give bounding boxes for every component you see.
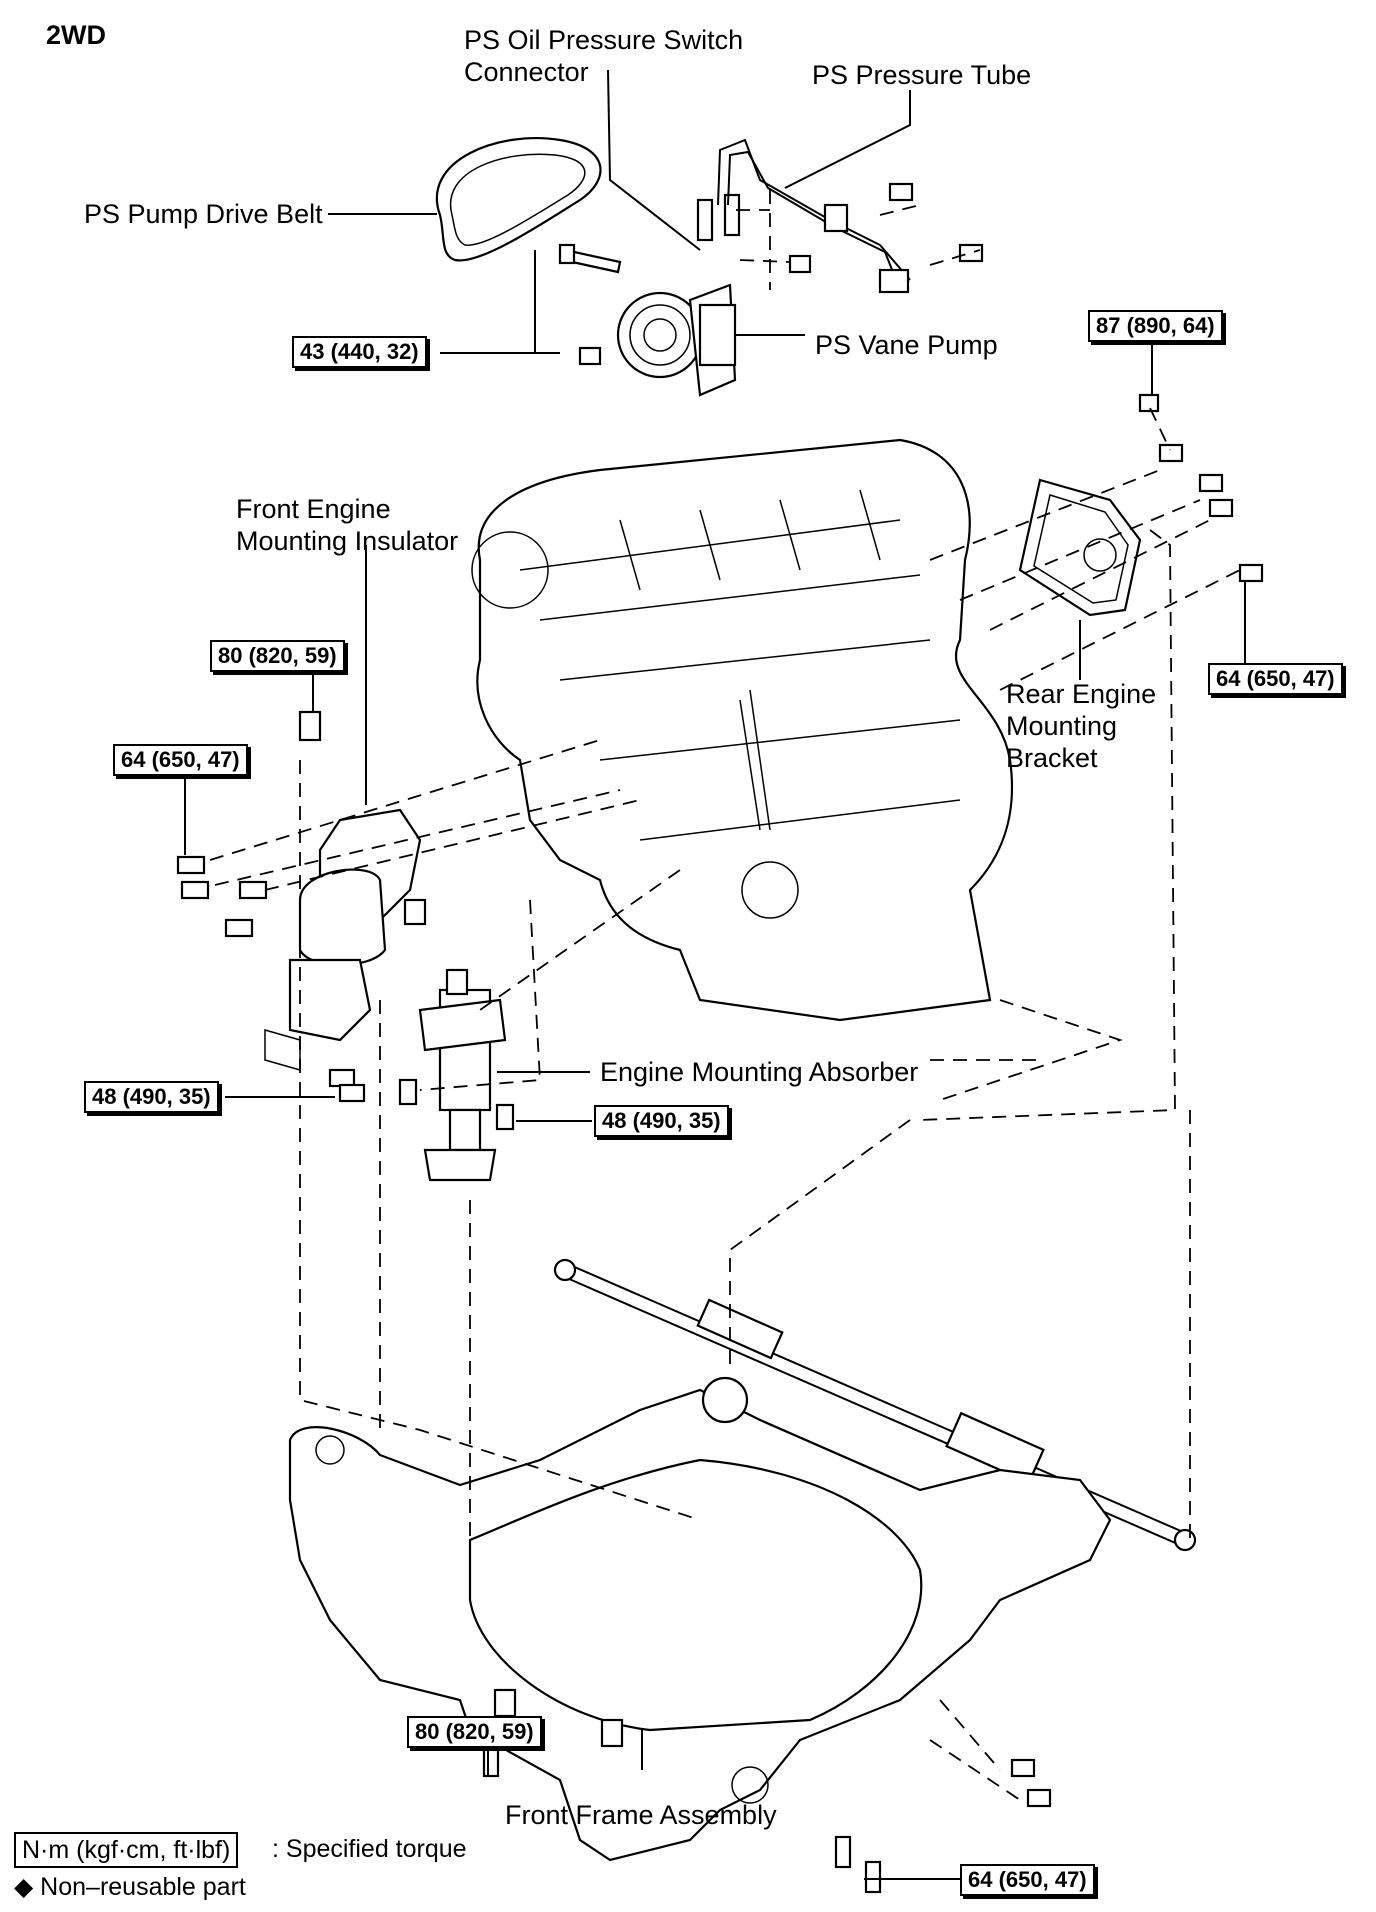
torque-front-top: 80 (820, 59) xyxy=(210,640,345,672)
torque-vane-pump: 43 (440, 32) xyxy=(292,336,427,368)
torque-front-left: 64 (650, 47) xyxy=(113,744,248,776)
engine-drawing xyxy=(471,438,1014,1022)
label-front-engine: Front Engine xyxy=(236,494,391,524)
rear-engine-mounting-bracket-drawing xyxy=(1018,393,1264,617)
label-engine-mounting-absorber: Engine Mounting Absorber xyxy=(600,1057,919,1087)
label-connector: Connector xyxy=(464,57,589,87)
label-mounting: Mounting xyxy=(1006,711,1118,741)
pump-bolts-drawing xyxy=(558,182,984,366)
torque-rear-right: 64 (650, 47) xyxy=(1208,663,1343,695)
label-ps-vane-pump: PS Vane Pump xyxy=(815,330,998,360)
torque-frame-right: 64 (650, 47) xyxy=(960,1864,1095,1896)
alignment-lines xyxy=(209,190,1241,1801)
legend-non-reusable-part: ◆ Non–reusable part xyxy=(14,1873,246,1901)
ps-vane-pump-drawing xyxy=(616,193,741,397)
label-ps-pressure-tube: PS Pressure Tube xyxy=(812,60,1032,90)
label-mounting-insulator: Mounting Insulator xyxy=(236,526,459,556)
engine-mounting-absorber-drawing xyxy=(328,968,515,1182)
torque-absorber-right: 48 (490, 35) xyxy=(594,1105,729,1137)
diagram-title: 2WD xyxy=(46,20,106,50)
legend-torque-description: : Specified torque xyxy=(272,1835,467,1863)
label-ps-oil-pressure-switch: PS Oil Pressure Switch xyxy=(464,25,744,55)
ps-pressure-tube-drawing xyxy=(717,138,911,294)
label-rear-engine: Rear Engine xyxy=(1006,679,1157,709)
legend-torque-unit-box: N·m (kgf·cm, ft·lbf) xyxy=(14,1832,239,1868)
label-bracket: Bracket xyxy=(1006,743,1098,773)
front-engine-mounting-insulator-drawing xyxy=(176,710,427,1071)
torque-absorber-left: 48 (490, 35) xyxy=(84,1081,219,1113)
label-front-frame-assembly: Front Frame Assembly xyxy=(505,1800,777,1830)
leader-lines xyxy=(184,69,1246,1880)
ps-pump-drive-belt-drawing xyxy=(435,136,602,262)
label-ps-pump-drive-belt: PS Pump Drive Belt xyxy=(84,199,323,229)
torque-rear-top: 87 (890, 64) xyxy=(1088,310,1223,342)
torque-frame-left: 80 (820, 59) xyxy=(407,1716,542,1748)
